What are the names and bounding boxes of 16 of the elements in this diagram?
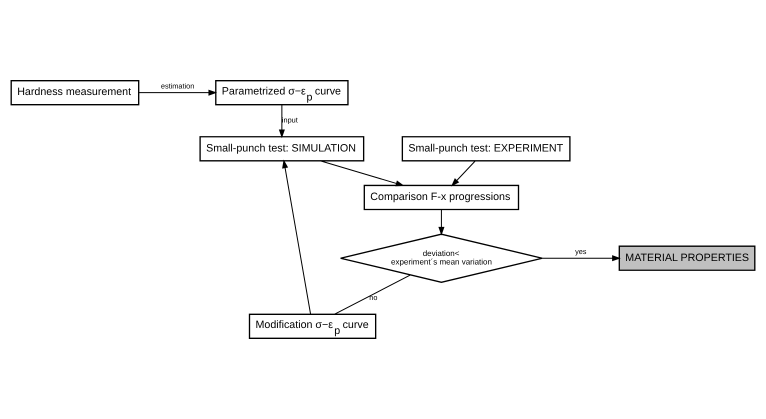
- edge-label: estimation: [160, 82, 194, 91]
- node-box: Small-punch test: SIMULATION: [199, 136, 364, 162]
- arrow: [451, 160, 476, 187]
- connector: [334, 274, 411, 315]
- edge-label: yes: [575, 247, 586, 256]
- arrow: [282, 160, 312, 315]
- node-box: Comparison F-x progressions: [364, 184, 520, 210]
- arrow: [320, 160, 404, 186]
- node-box: MATERIAL PROPERTIES: [618, 246, 756, 271]
- edge-label: no: [369, 293, 378, 302]
- node-box: Hardness measurement: [10, 80, 140, 106]
- arrow: [278, 104, 285, 138]
- arrow: [138, 90, 218, 96]
- arrow: [438, 209, 444, 236]
- node-box: Small-punch test: EXPERIMENT: [402, 136, 571, 162]
- arrow: [542, 255, 621, 262]
